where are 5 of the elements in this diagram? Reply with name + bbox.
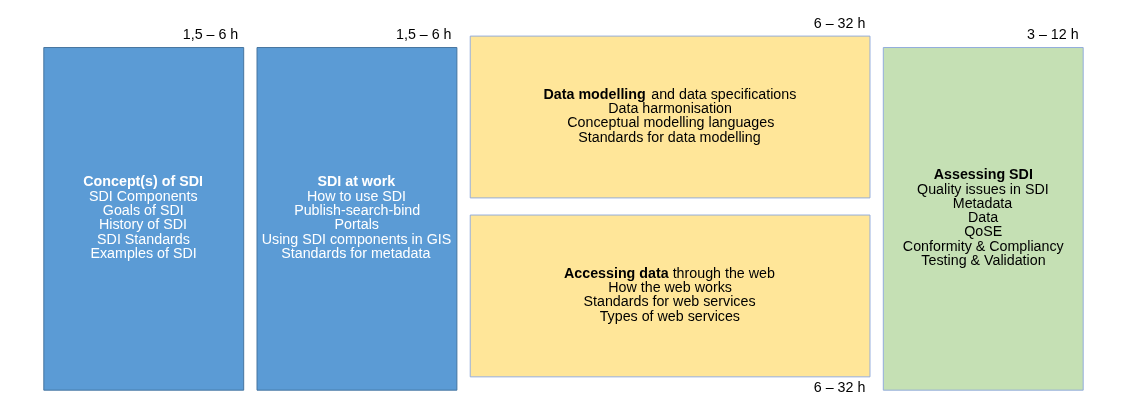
node-label: 1,5 – 6 h	[182, 25, 238, 42]
node-label: 6 – 32 h	[813, 14, 865, 31]
node-label: 6 – 32 h	[813, 379, 865, 396]
node-label: 3 – 12 h	[1026, 25, 1079, 42]
node-label: 1,5 – 6 h	[395, 25, 452, 42]
